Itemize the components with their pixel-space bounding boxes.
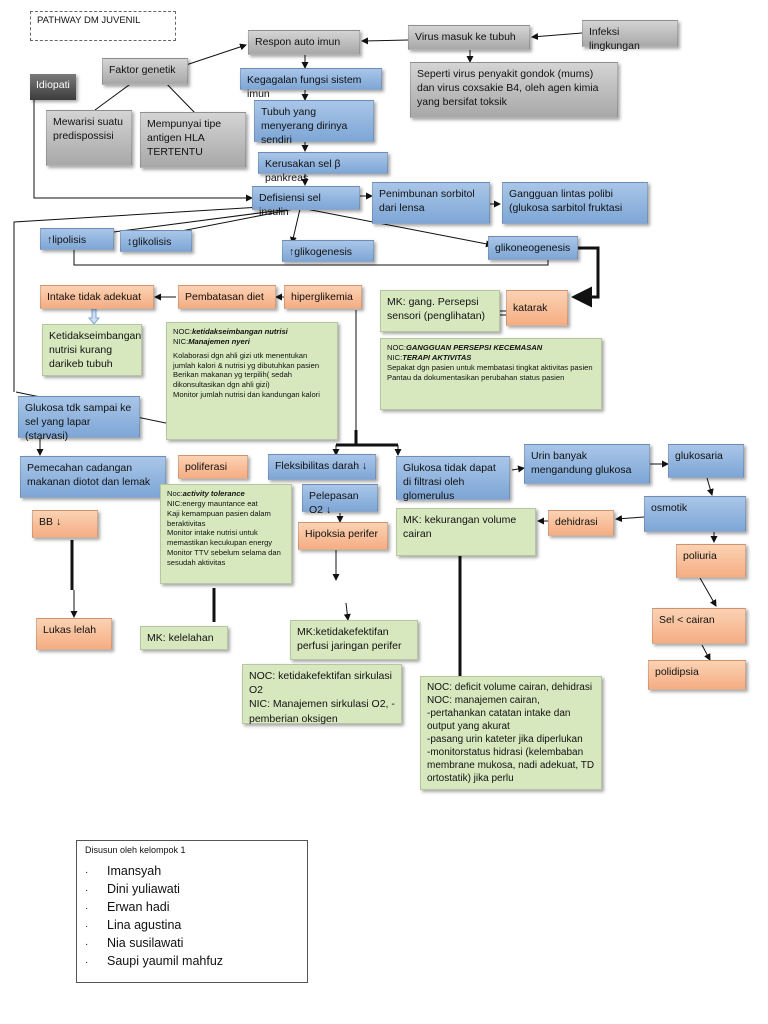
page-title: PATHWAY DM JUVENIL: [30, 11, 176, 41]
node-noc-cairan: NOC: deficit volume cairan, dehidrasi NO…: [420, 676, 602, 790]
authors-box: Disusun oleh kelompok 1 ·Imansyah ·Dini …: [76, 840, 308, 983]
noc-nutrisi-line: Monitor jumlah nutrisi dan kandungan kal…: [173, 390, 320, 400]
node-lukas-lelah: Lukas lelah: [36, 618, 112, 650]
node-noc-nutrisi: NOC:ketidakseimbangan nutrisi NIC:Manaje…: [166, 322, 338, 440]
node-glikolisis: ↕glikolisis: [120, 230, 192, 252]
node-faktor-genetik: Faktor genetik: [102, 58, 188, 85]
authors-list: ·Imansyah ·Dini yuliawati ·Erwan hadi ·L…: [85, 863, 299, 971]
node-hiperglikemia: hiperglikemia: [284, 285, 362, 309]
node-mk-perfusi: MK:ketidakefektifan perfusi jaringan per…: [290, 620, 418, 660]
node-fleksibilitas: Fleksibilitas darah ↓: [268, 454, 376, 480]
noc-persepsi-title: NOC:GANGGUAN PERSEPSI KECEMASAN: [387, 343, 543, 352]
up-arrow-icon: ↑: [47, 234, 53, 246]
node-mk-kelelahan: MK: kelelahan: [140, 626, 228, 650]
author-item: ·Dini yuliawati: [85, 882, 180, 896]
fleksibilitas-label: Fleksibilitas darah: [275, 460, 360, 472]
node-pemecahan: Pemecahan cadangan makanan diotot dan le…: [20, 456, 166, 498]
up-arrow-icon: ↑: [289, 246, 295, 258]
lipolisis-label: lipolisis: [52, 234, 87, 246]
noc-nutrisi-line: Berikan makanan yg terpilih( sedah dikon…: [173, 370, 293, 390]
author-item: ·Erwan hadi: [85, 900, 170, 914]
node-mewarisi: Mewarisi suatu predispossisi: [46, 110, 132, 166]
node-kegagalan: Kegagalan fungsi sistem imun: [240, 68, 382, 100]
node-noc-activity: Noc:activity tolerance NIC:energy maunta…: [160, 484, 292, 584]
node-poliuria: poliuria: [676, 544, 746, 578]
noc-activity-line: Monitor TTV sebelum selama dan sesudah a…: [167, 548, 281, 568]
node-urin: Urin banyak mengandung glukosa: [524, 444, 650, 484]
node-katarak: katarak: [506, 290, 568, 326]
pelepasan-label: Pelepasan O2: [309, 490, 359, 517]
noc-activity-line: Kaji kemampuan pasien dalam beraktivitas: [167, 508, 271, 528]
noc-cairan-line: NOC: deficit volume cairan, dehidrasi: [427, 682, 593, 693]
noc-cairan-line: NOC: manajemen cairan,: [427, 695, 540, 706]
node-lipolisis: ↑lipolisis: [40, 228, 114, 250]
node-pelepasan: Pelepasan O2 ↓: [302, 484, 378, 516]
noc-activity-line: NIC:energy mauntance eat: [167, 498, 258, 508]
noc-cairan-line: -pertahankan catatan intake dan output y…: [427, 708, 571, 732]
node-intake: Intake tidak adekuat: [40, 285, 154, 309]
node-polidipsia: polidipsia: [648, 660, 746, 690]
node-mempunyai: Mempunyai tipe antigen HLA TERTENTU: [140, 112, 246, 168]
node-gangguan: Gangguan lintas polibi (glukosa sarbitol…: [502, 182, 648, 224]
glikogenesis-label: glikogenesis: [294, 246, 353, 258]
noc-nutrisi-line: Kolaborasi dgn ahli gizi utk menentukan …: [173, 350, 320, 370]
node-noc-sirkulasi: NOC: ketidakefektifan sirkulasi O2 NIC: …: [242, 664, 402, 725]
node-respon-auto-imun: Respon auto imun: [248, 30, 360, 55]
node-poliferasi: poliferasi: [178, 455, 248, 479]
node-glikogenesis: ↑glikogenesis: [282, 240, 374, 262]
noc-cairan-line: -pasang urin kateter jika diperlukan: [427, 734, 583, 745]
down-arrow-icon: ↓: [325, 504, 332, 517]
glikolisis-label: glikolisis: [132, 236, 172, 248]
node-tubuh: Tubuh yang menyerang dirinya sendiri: [254, 100, 374, 146]
node-sel-cairan: Sel < cairan: [652, 608, 746, 644]
node-osmotik: osmotik: [644, 496, 746, 532]
node-bb: BB ↓: [32, 510, 98, 538]
node-hipoksia: Hipoksia perifer: [298, 522, 388, 550]
node-virus-note: Seperti virus penyakit gondok (mums) dan…: [410, 62, 618, 118]
nic-persepsi-title: NIC:TERAPI AKTIVITAS: [387, 352, 472, 362]
node-glukosaria: glukosaria: [668, 444, 744, 478]
node-glikoneogenesis: glikoneogenesis: [488, 236, 578, 260]
noc-persepsi-line: Sepakat dgn pasien untuk membatasi tingk…: [387, 362, 593, 372]
author-item: ·Lina agustina: [85, 918, 182, 932]
node-noc-persepsi: NOC:GANGGUAN PERSEPSI KECEMASAN NIC:TERA…: [380, 338, 602, 410]
noc-activity-line: Monitor intake nutrisi untuk memastikan …: [167, 528, 273, 548]
node-defisiensi: Defisiensi sel insulin: [252, 186, 360, 218]
nic-nutrisi-title: NIC:Manajemen nyeri: [173, 336, 250, 346]
node-idiopati: Idiopati: [30, 74, 76, 100]
node-glukosa-filtrasi: Glukosa tidak dapat di filtrasi oleh glo…: [396, 456, 510, 502]
author-item: ·Nia susilawati: [85, 936, 184, 950]
node-penimbunan: Penimbunan sorbitol dari lensa: [372, 182, 490, 224]
noc-nutrisi-title: NOC:ketidakseimbangan nutrisi: [173, 327, 288, 336]
noc-cairan-line: -monitorstatus hidrasi (kelembaban membr…: [427, 747, 595, 784]
down-arrow-icon: ↓: [361, 460, 368, 472]
author-item: ·Imansyah: [85, 864, 162, 878]
author-item: ·Saupi yaumil mahfuz: [85, 954, 224, 968]
noc-persepsi-line: Pantau da dokumentasikan perubahan statu…: [387, 372, 565, 382]
node-pembatasan: Pembatasan diet: [178, 285, 276, 309]
noc-sirkulasi-line: NIC: Manajemen sirkulasi O2, -pemberian …: [249, 698, 395, 725]
node-infeksi: Infeksi lingkungan: [582, 20, 678, 52]
node-mk-volume: MK: kekurangan volume cairan: [396, 508, 536, 556]
node-dehidrasi: dehidrasi: [548, 510, 614, 536]
node-virus: Virus masuk ke tubuh: [408, 25, 530, 50]
node-glukosa-tdk: Glukosa tdk sampai ke sel yang lapar (st…: [18, 396, 140, 442]
noc-activity-title: Noc:activity tolerance: [167, 489, 245, 498]
noc-sirkulasi-line: NOC: ketidakefektifan sirkulasi O2: [249, 670, 392, 697]
node-ketidakseimbangan: Ketidakseimbangan nutrisi kurang darikeb…: [42, 324, 142, 376]
down-arrow-icon: ↓: [55, 516, 62, 528]
authors-heading: Disusun oleh kelompok 1: [85, 845, 186, 855]
up-down-arrow-icon: ↕: [127, 236, 133, 248]
bb-label: BB: [39, 516, 54, 528]
node-kerusakan: Kerusakan sel β pankreas: [258, 152, 388, 184]
node-mk-persepsi: MK: gang. Persepsi sensori (penglihatan): [380, 290, 500, 332]
